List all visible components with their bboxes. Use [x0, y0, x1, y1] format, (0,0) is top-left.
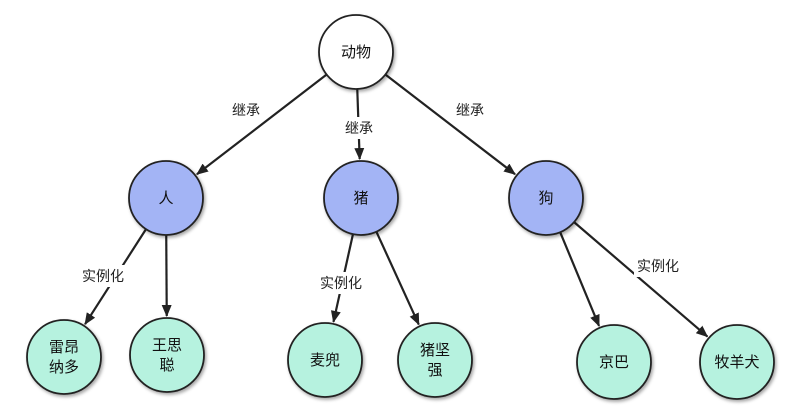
edge-dog-to-shepherd [573, 221, 709, 338]
edge-label: 继承 [345, 121, 373, 137]
node-circle [129, 317, 205, 393]
node-shepherd: 牧羊犬 [699, 324, 775, 400]
node-label: 聪 [159, 356, 174, 374]
edge-label: 实例化 [637, 259, 679, 275]
node-wangsicong: 王思聪 [129, 317, 205, 393]
edge-pig-to-zhujianqiang [375, 231, 420, 326]
edge-labels-layer: 继承继承继承实例化实例化实例化 [79, 99, 682, 294]
node-zhujianqiang: 猪坚强 [397, 322, 473, 398]
edge-label-bg [229, 99, 263, 121]
edge-label: 实例化 [82, 269, 124, 285]
node-label: 猪 [353, 189, 368, 207]
node-label: 强 [427, 361, 442, 379]
edge-person-to-wangsicong [161, 234, 172, 318]
edge-animal-to-dog [384, 73, 516, 176]
node-label: 人 [158, 189, 173, 207]
nodes-layer: 动物人猪狗雷昂纳多王思聪麦兜猪坚强京巴牧羊犬 [26, 14, 775, 400]
edge-label-bg [317, 272, 365, 294]
node-circle [128, 160, 204, 236]
node-label: 纳多 [49, 358, 79, 376]
node-label: 王思 [152, 336, 182, 354]
edge-label: 继承 [456, 103, 484, 119]
edge-label: 实例化 [320, 276, 362, 292]
node-dog: 狗 [508, 160, 584, 236]
edge-label: 继承 [232, 103, 260, 119]
node-animal: 动物 [318, 14, 394, 90]
edge-label-bg [453, 99, 487, 121]
node-label: 动物 [341, 43, 371, 61]
node-circle [318, 14, 394, 90]
node-label: 麦兜 [310, 351, 340, 369]
node-person: 人 [128, 160, 204, 236]
node-label: 京巴 [599, 353, 629, 371]
edge-dog-to-pekingese [559, 231, 601, 327]
node-pekingese: 京巴 [576, 324, 652, 400]
node-label: 牧羊犬 [714, 353, 759, 371]
edge-label-bg [342, 117, 376, 139]
edge-label-bg [79, 265, 127, 287]
node-circle [287, 322, 363, 398]
node-circle [508, 160, 584, 236]
node-circle [699, 324, 775, 400]
node-label: 猪坚 [420, 341, 450, 359]
node-mcdull: 麦兜 [287, 322, 363, 398]
node-circle [323, 160, 399, 236]
node-pig: 猪 [323, 160, 399, 236]
node-circle [26, 319, 102, 395]
node-circle [397, 322, 473, 398]
node-circle [576, 324, 652, 400]
edge-animal-to-person [196, 73, 328, 176]
node-label: 狗 [538, 189, 553, 207]
edge-label-bg [634, 255, 682, 277]
node-label: 雷昂 [49, 338, 79, 356]
